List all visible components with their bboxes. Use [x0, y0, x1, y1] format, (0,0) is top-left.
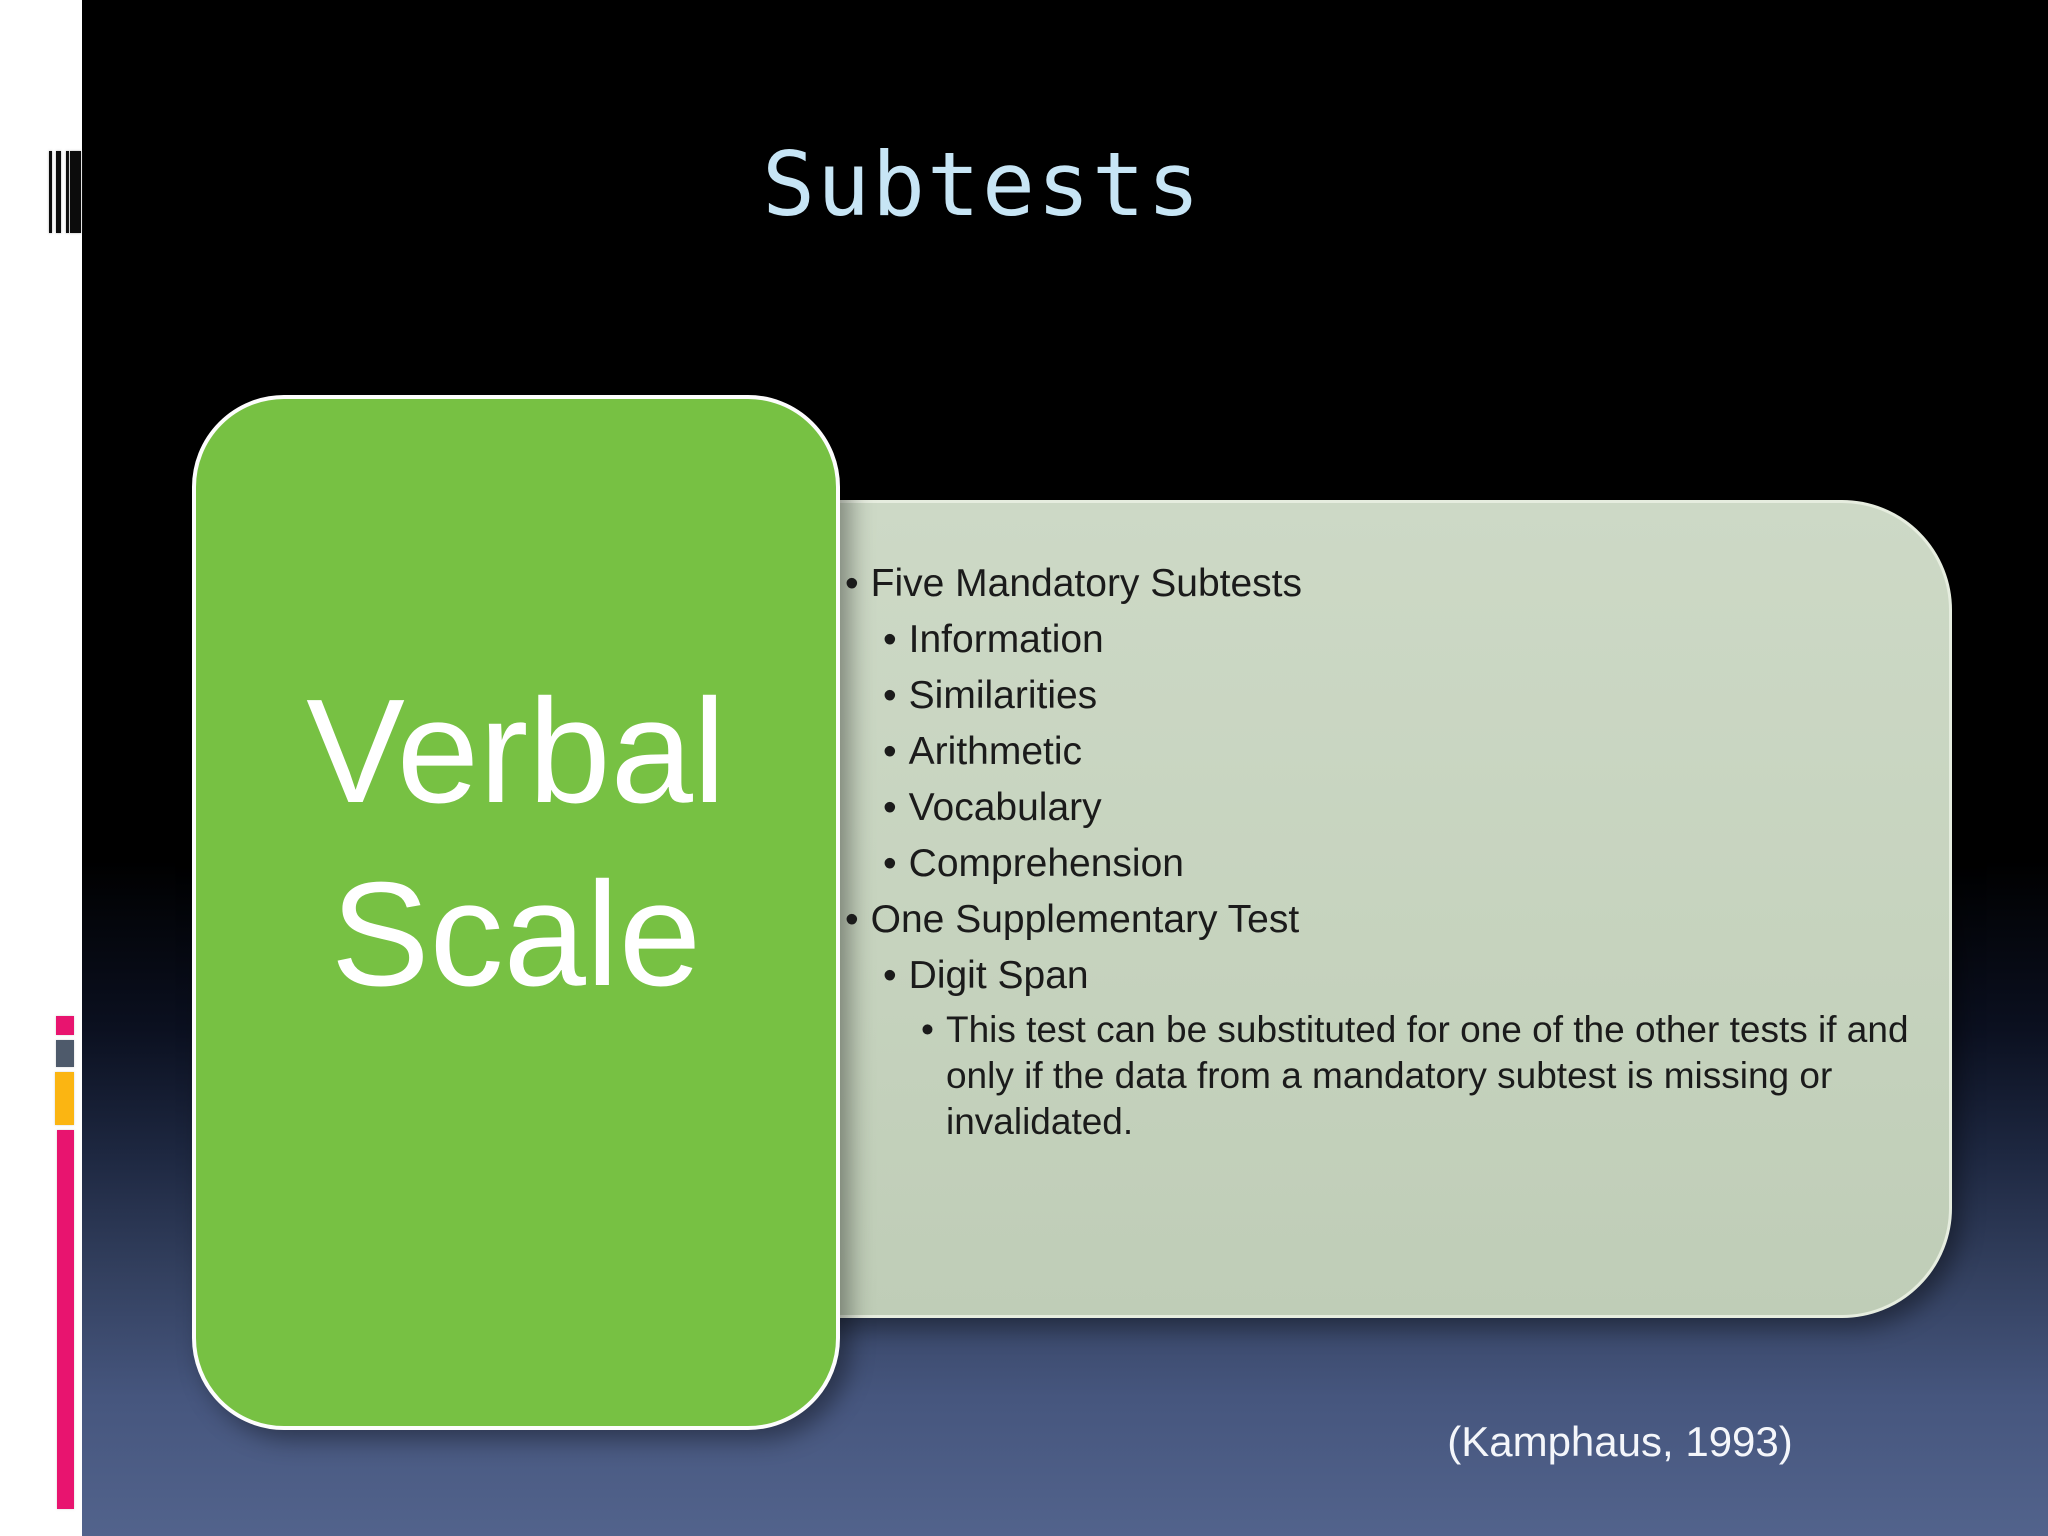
bullet-text: Digit Span: [908, 954, 1089, 997]
citation: (Kamphaus, 1993): [1447, 1418, 1793, 1465]
bullet-item: • Similarities: [883, 668, 1925, 724]
bullet-text: One Supplementary Test: [870, 898, 1300, 941]
bullet-text: Arithmetic: [908, 730, 1083, 773]
subtests-bullet-list: • Five Mandatory Subtests • Information • Sim…: [845, 556, 1925, 1145]
page-title: Subtests: [762, 133, 1202, 236]
bullet-icon: •: [883, 618, 897, 661]
bullet-item: • This test can be substituted for one of…: [921, 1007, 1925, 1145]
barcode-bar: [56, 151, 61, 233]
bullet-icon: •: [883, 954, 897, 997]
bullet-text: Comprehension: [908, 842, 1184, 885]
bullet-text: Vocabulary: [908, 786, 1102, 829]
verbal-scale-panel: [192, 395, 840, 1430]
bullet-text: Similarities: [908, 674, 1098, 717]
bullet-icon: •: [845, 562, 859, 605]
bullet-icon: •: [921, 1009, 934, 1050]
bullet-icon: •: [883, 842, 897, 885]
bullet-item: • Digit Span: [883, 948, 1925, 1004]
verbal-scale-label-line1: Verbal: [306, 669, 726, 834]
bullet-text: Information: [908, 618, 1104, 661]
bullet-item: • Five Mandatory Subtests: [845, 556, 1925, 612]
barcode-icon: [49, 151, 82, 233]
barcode-bar: [66, 151, 69, 233]
left-edge-strip: [0, 0, 82, 1536]
barcode-bar: [49, 151, 52, 233]
bullet-text: This test can be substituted for one of …: [945, 1009, 1909, 1142]
bullet-item: • Arithmetic: [883, 724, 1925, 780]
decoration-slate-square: [56, 1040, 74, 1067]
verbal-scale-label-line2: Scale: [330, 852, 702, 1017]
bullet-text: Five Mandatory Subtests: [870, 562, 1303, 605]
bullet-item: • Comprehension: [883, 836, 1925, 892]
decoration-pink-bar: [57, 1130, 74, 1509]
bullet-item: • Vocabulary: [883, 780, 1925, 836]
subtests-panel: [620, 500, 1952, 1318]
bullet-item: • Information: [883, 612, 1925, 668]
barcode-bar: [70, 151, 81, 233]
bullet-icon: •: [883, 786, 897, 829]
decoration-yellow-rectangle: [55, 1072, 74, 1125]
verbal-scale-label: Verbal Scale: [192, 660, 840, 1026]
decoration-pink-square: [56, 1016, 74, 1035]
bullet-icon: •: [883, 674, 897, 717]
bullet-icon: •: [845, 898, 859, 941]
bullet-item: • One Supplementary Test: [845, 892, 1925, 948]
bullet-icon: •: [883, 730, 897, 773]
